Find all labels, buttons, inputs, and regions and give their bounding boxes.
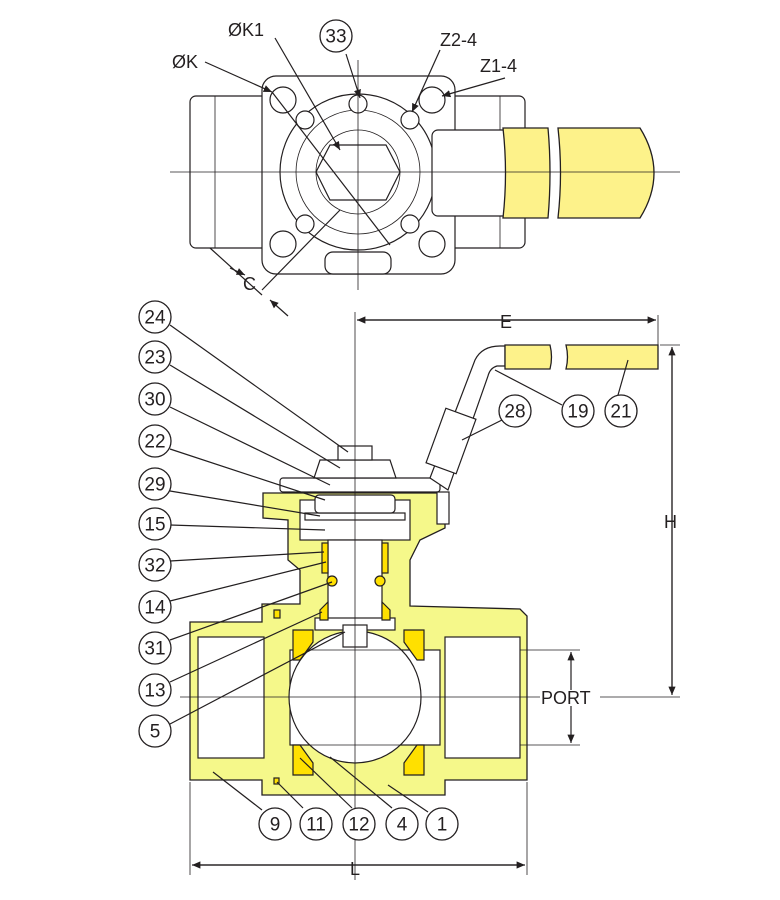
top-handle-base <box>431 129 509 217</box>
o-ring <box>326 575 338 587</box>
o-ring <box>374 575 386 587</box>
callout-number: 33 <box>325 27 346 48</box>
callout-1: 1 <box>425 807 459 841</box>
handle-sleeve <box>425 407 477 475</box>
callout-19: 19 <box>561 394 595 428</box>
section-leader-lines <box>169 324 629 813</box>
callout-number: 31 <box>144 639 165 660</box>
dim-h: H <box>664 512 677 532</box>
top-leader-lines <box>204 37 506 317</box>
callout-28: 28 <box>498 394 532 428</box>
callout-31: 31 <box>138 631 172 665</box>
bolt-hole <box>269 230 297 258</box>
bolt-hole <box>269 86 297 114</box>
callout-5: 5 <box>138 714 172 748</box>
top-view: ØK1 ØK Z2-4 Z1-4 C <box>170 20 680 317</box>
packing <box>381 542 389 574</box>
callout-9: 9 <box>258 807 292 841</box>
callout-32: 32 <box>138 548 172 582</box>
top-handle-grip <box>557 127 655 219</box>
seat <box>292 629 314 661</box>
callout-22: 22 <box>138 424 172 458</box>
seat <box>403 629 425 661</box>
dimension-lines <box>189 315 680 875</box>
dim-e: E <box>500 312 512 332</box>
callout-11: 11 <box>299 807 333 841</box>
callout-23: 23 <box>138 340 172 374</box>
section-view: E H PORT L <box>169 312 680 880</box>
callout-24: 24 <box>138 300 172 334</box>
callout-12: 12 <box>342 807 376 841</box>
thrust-washer <box>381 600 391 621</box>
stop-pin <box>436 491 450 525</box>
body-seal <box>273 609 281 619</box>
callout-4: 4 <box>385 807 419 841</box>
handle-grip <box>504 344 553 370</box>
callout-number: 29 <box>144 475 165 496</box>
top-handle-grip <box>502 127 551 219</box>
callout-15: 15 <box>138 507 172 541</box>
callout-number: 9 <box>270 815 281 836</box>
callout-number: 19 <box>567 402 588 423</box>
right-bore <box>444 636 521 759</box>
callout-number: 23 <box>144 348 165 369</box>
callout-21: 21 <box>604 394 638 428</box>
screw-hole <box>400 214 420 234</box>
callout-number: 15 <box>144 515 165 536</box>
callout-number: 22 <box>144 432 165 453</box>
callout-13: 13 <box>138 673 172 707</box>
callout-number: 12 <box>348 815 369 836</box>
callout-number: 21 <box>610 402 631 423</box>
callout-number: 4 <box>397 815 408 836</box>
callout-number: 14 <box>144 598 166 619</box>
callout-33: 33 <box>319 19 353 53</box>
handle-grip <box>565 344 659 370</box>
callout-number: 13 <box>144 681 165 702</box>
callout-number: 1 <box>437 815 448 836</box>
dim-z1-4: Z1-4 <box>480 56 517 76</box>
screw-hole <box>295 110 315 130</box>
handle-plate <box>279 477 441 493</box>
dim-z2-4: Z2-4 <box>440 30 477 50</box>
thrust-washer <box>319 600 329 621</box>
callout-number: 11 <box>306 815 326 836</box>
callout-number: 5 <box>150 722 161 743</box>
callout-number: 30 <box>144 390 165 411</box>
callout-number: 28 <box>504 402 525 423</box>
dim-phi-k1: ØK1 <box>228 20 264 40</box>
callout-14: 14 <box>138 590 172 624</box>
callout-number: 32 <box>144 556 165 577</box>
dim-c: C <box>243 274 256 294</box>
seat <box>403 744 425 776</box>
callout-number: 24 <box>144 308 166 329</box>
dim-phi-k: ØK <box>172 52 198 72</box>
dim-port: PORT <box>541 688 591 708</box>
packing <box>321 542 329 574</box>
seat <box>292 744 314 776</box>
bolt-hole <box>418 86 446 114</box>
dim-l: L <box>350 859 360 879</box>
callout-29: 29 <box>138 467 172 501</box>
bolt-hole <box>418 230 446 258</box>
screw-hole <box>400 110 420 130</box>
left-bore <box>197 636 265 759</box>
callouts: 33 24 23 30 22 29 15 32 14 31 13 5 9 11 … <box>138 19 638 841</box>
callout-30: 30 <box>138 382 172 416</box>
screw-hole <box>295 214 315 234</box>
body-seal <box>273 777 280 785</box>
